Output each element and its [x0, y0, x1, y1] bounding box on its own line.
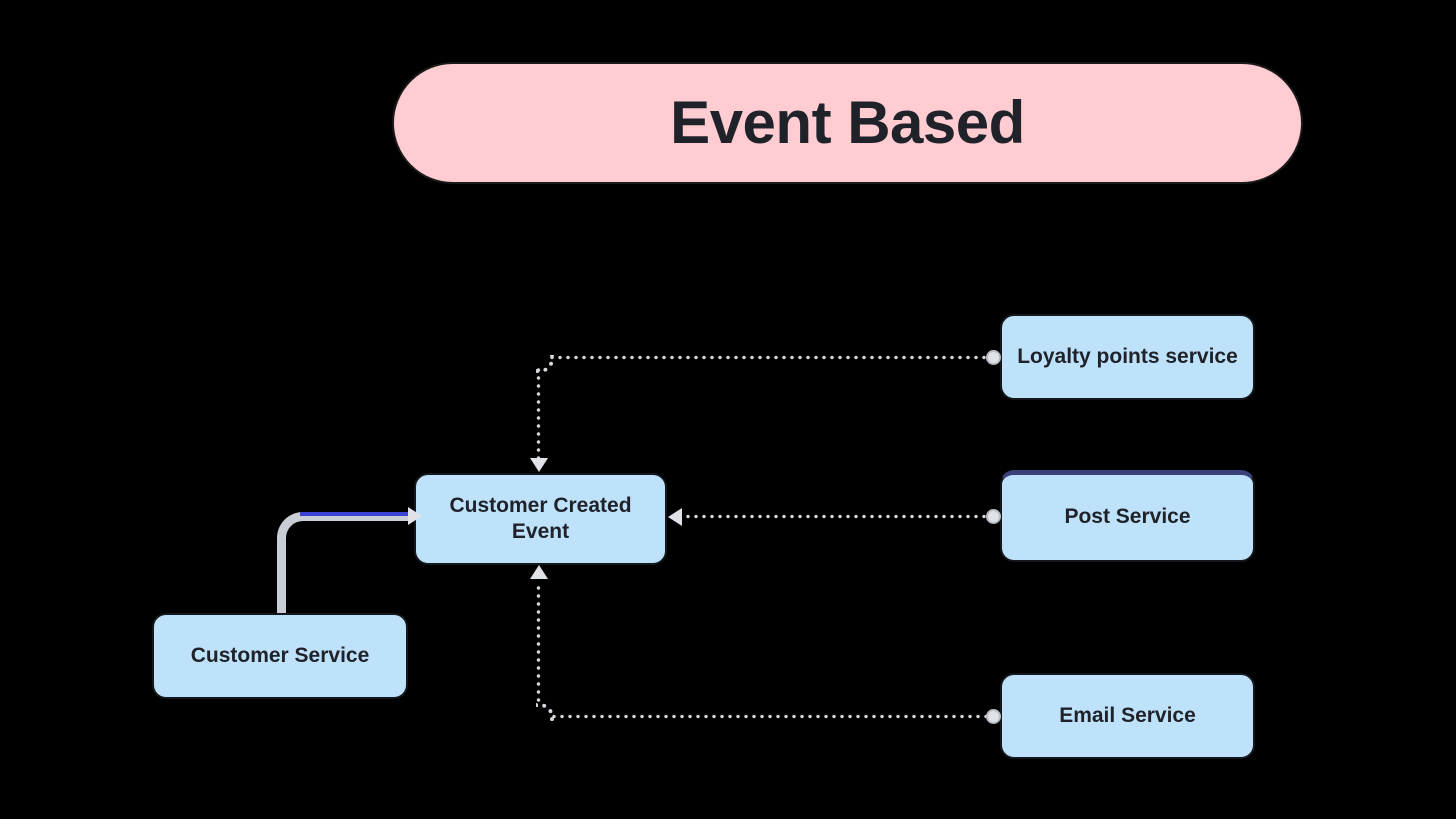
edge-email-arrowhead	[530, 565, 548, 579]
edge-loyalty-arrowhead	[530, 458, 548, 472]
edge-loyalty-elbow	[536, 355, 554, 373]
edge-post-arrowhead	[668, 508, 682, 526]
edge-loyalty-horizontal-segment	[548, 355, 990, 360]
node-post-service[interactable]: Post Service	[1000, 470, 1255, 562]
node-post-service-label: Post Service	[1064, 505, 1191, 529]
diagram-title-banner: Event Based	[392, 62, 1303, 184]
edge-email-source-dot	[986, 709, 1001, 724]
node-customer-created-event[interactable]: Customer Created Event	[414, 473, 667, 565]
edge-customer-service-horizontal-segment	[300, 512, 418, 521]
edge-loyalty-source-dot	[986, 350, 1001, 365]
edge-post-source-dot	[986, 509, 1001, 524]
node-customer-created-event-label: Customer Created Event	[449, 493, 632, 543]
edge-email-vertical-segment	[536, 584, 541, 706]
node-email-service[interactable]: Email Service	[1000, 673, 1255, 759]
edge-email-elbow	[536, 703, 554, 721]
node-loyalty-points-service-label: Loyalty points service	[1017, 344, 1238, 368]
node-customer-service[interactable]: Customer Service	[152, 613, 408, 699]
edge-post-horizontal-segment	[684, 514, 990, 519]
edge-customer-service-elbow	[277, 512, 307, 612]
edge-loyalty-vertical-segment	[536, 366, 541, 462]
node-customer-service-label: Customer Service	[190, 643, 370, 667]
node-email-service-label: Email Service	[1059, 703, 1196, 727]
edge-customer-service-arrowhead	[408, 507, 422, 525]
diagram-title-text: Event Based	[670, 89, 1025, 156]
edge-email-horizontal-segment	[550, 714, 990, 719]
node-loyalty-points-service[interactable]: Loyalty points service	[1000, 314, 1255, 400]
edge-customer-service-highlight	[300, 512, 418, 516]
